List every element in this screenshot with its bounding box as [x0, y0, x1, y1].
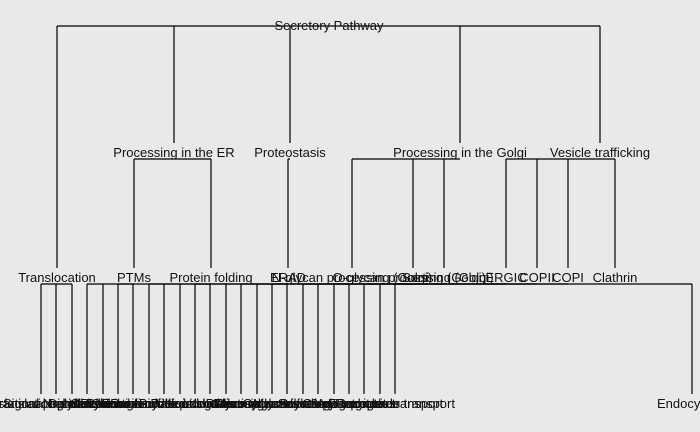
node-l3-16: O-glycosylation — [243, 396, 332, 411]
node-l2-3: ERAD — [270, 270, 306, 285]
node-l3-18: Mannose-6-phosphate — [253, 396, 383, 411]
node-l3-20: Cargo receptors — [302, 396, 396, 411]
node-l3-7: BiP — [139, 396, 159, 411]
node-l3-2: Signal peptide cleavage — [3, 396, 141, 411]
node-l3-23: Retrograde transport — [335, 396, 455, 411]
node-l3-10: Ubiquitination — [156, 396, 235, 411]
node-l3-21: ER exit sites — [328, 396, 401, 411]
node-l1-1: Proteostasis — [254, 145, 326, 160]
node-l2-9: COPI — [552, 270, 584, 285]
node-l3-22: Anterograde transport — [317, 396, 444, 411]
node-l3-19: Secretory granules — [279, 396, 389, 411]
node-l3-15: Glycosyltransferases — [212, 396, 333, 411]
node-l3-6: Calnexin cycle — [91, 396, 175, 411]
node-l3-17: Sulfation — [278, 396, 329, 411]
node-l1-2: Processing in the Golgi — [393, 145, 527, 160]
node-l2-2: Protein folding — [169, 270, 252, 285]
node-l3-24: Endocytosis — [657, 396, 700, 411]
node-l2-6: Sorting (Golgi) — [402, 270, 486, 285]
node-l3-3: N-glycosylation — [43, 396, 131, 411]
node-l2-8: COPII — [519, 270, 554, 285]
node-l2-4: N-glycan processing (Golgi) — [272, 270, 432, 285]
node-l3-0: Cotranslational translocation — [0, 396, 123, 411]
node-l3-1: Posttranslational translocation — [0, 396, 143, 411]
node-l3-12: Heat shock response — [165, 396, 287, 411]
node-l3-14: Mannosidases — [215, 396, 299, 411]
node-l2-5: O-glycan processing (Golgi) — [332, 270, 493, 285]
node-l3-4: GPI anchor — [70, 396, 136, 411]
node-l2-10: Clathrin — [593, 270, 638, 285]
node-l1-0: Processing in the ER — [113, 145, 234, 160]
node-l2-0: Translocation — [18, 270, 96, 285]
node-l3-9: ER-associated degradation — [102, 396, 259, 411]
node-l3-5: Disulfide bond formation — [48, 396, 188, 411]
node-l3-8: Protein disulfide isomerase — [86, 396, 242, 411]
node-l2-7: ERGIC — [485, 270, 526, 285]
node-l2-1: PTMs — [117, 270, 151, 285]
node-l1-3: Vesicle trafficking — [550, 145, 650, 160]
node-l3-13: Trimming — [214, 396, 268, 411]
node-l3-11: UPR — [196, 396, 223, 411]
node-root: Secretory Pathway — [274, 18, 384, 33]
